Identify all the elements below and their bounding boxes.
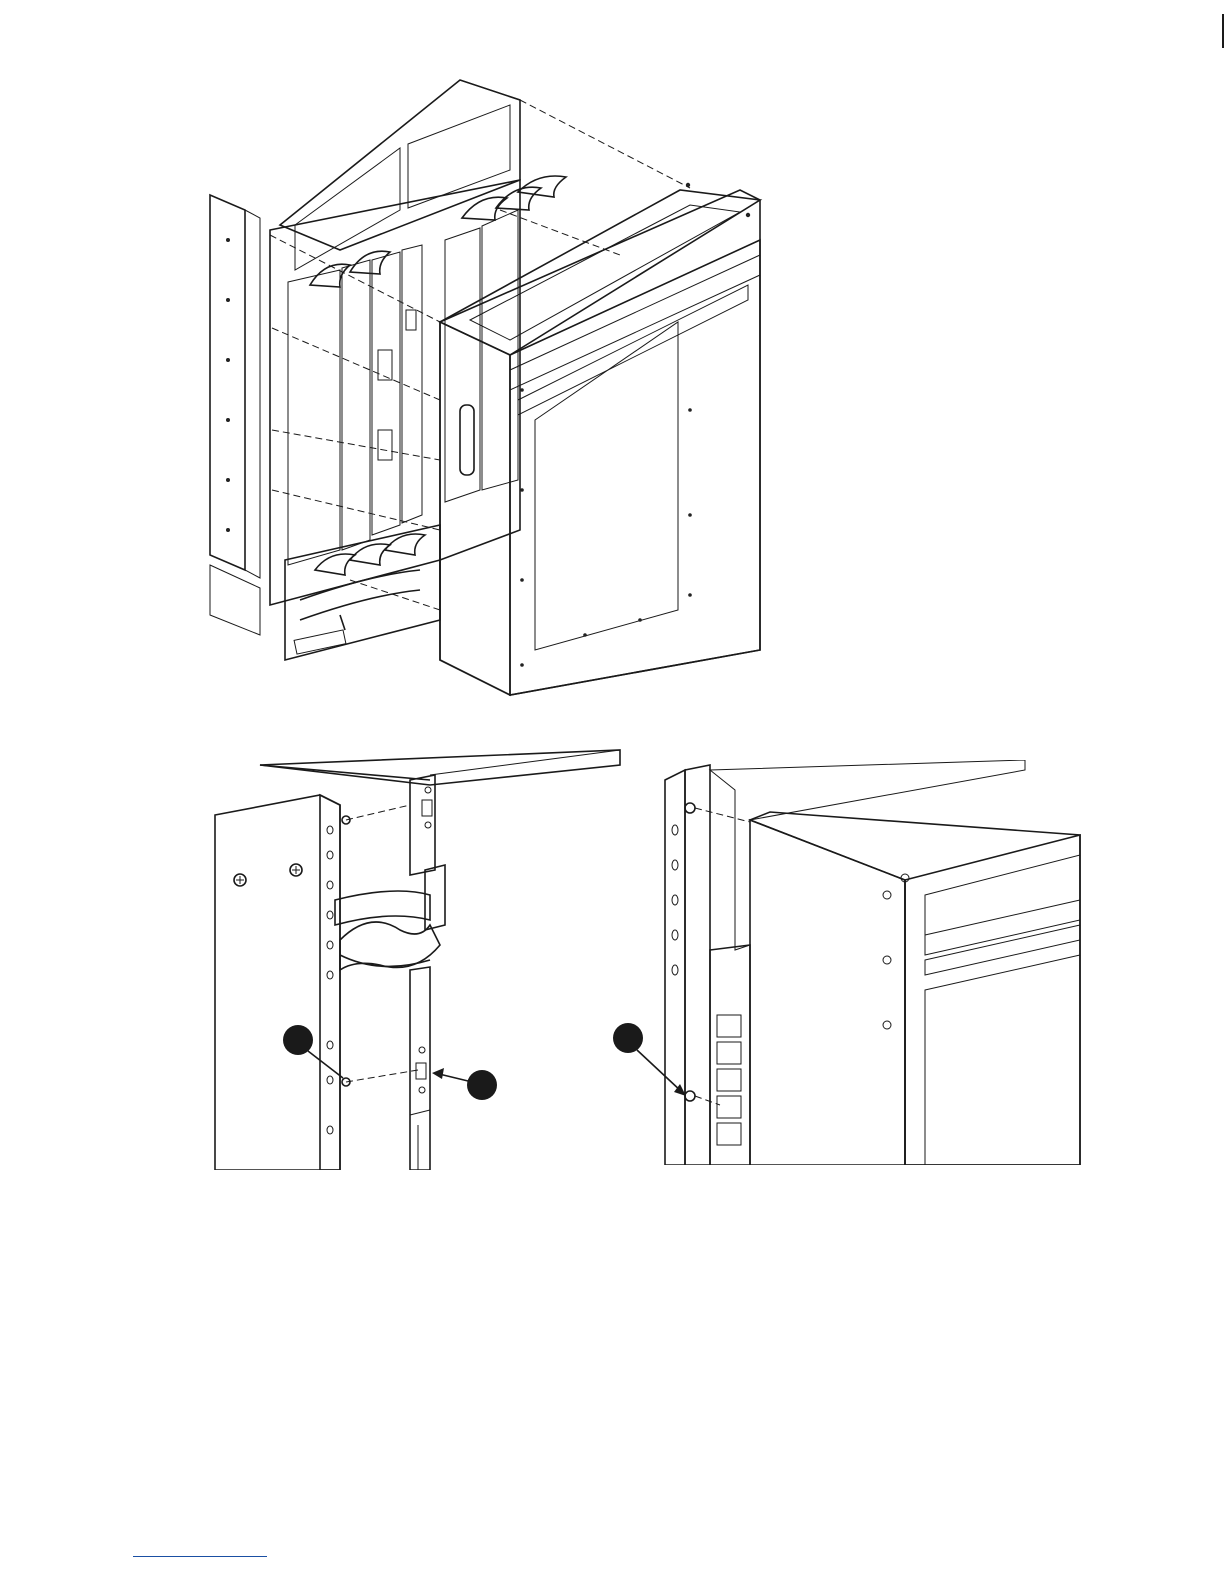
- door-mounting-pin-detail-illustration: [655, 760, 1085, 1165]
- chassis-top: [280, 80, 520, 270]
- callout-marker-hinge-slot: [432, 1068, 497, 1100]
- footer-link-underline[interactable]: [133, 1556, 267, 1557]
- callout-marker-hinge-pin: [283, 1025, 343, 1078]
- panel-screw-icon: [234, 864, 302, 886]
- rack-rail-left: [210, 195, 260, 635]
- chassis-door-installation-illustration: [200, 60, 790, 700]
- chassis-door: [440, 183, 760, 695]
- callout-marker-mounting-pin-page: [600, 1020, 700, 1120]
- door-hinge-detail-illustration: [200, 745, 630, 1170]
